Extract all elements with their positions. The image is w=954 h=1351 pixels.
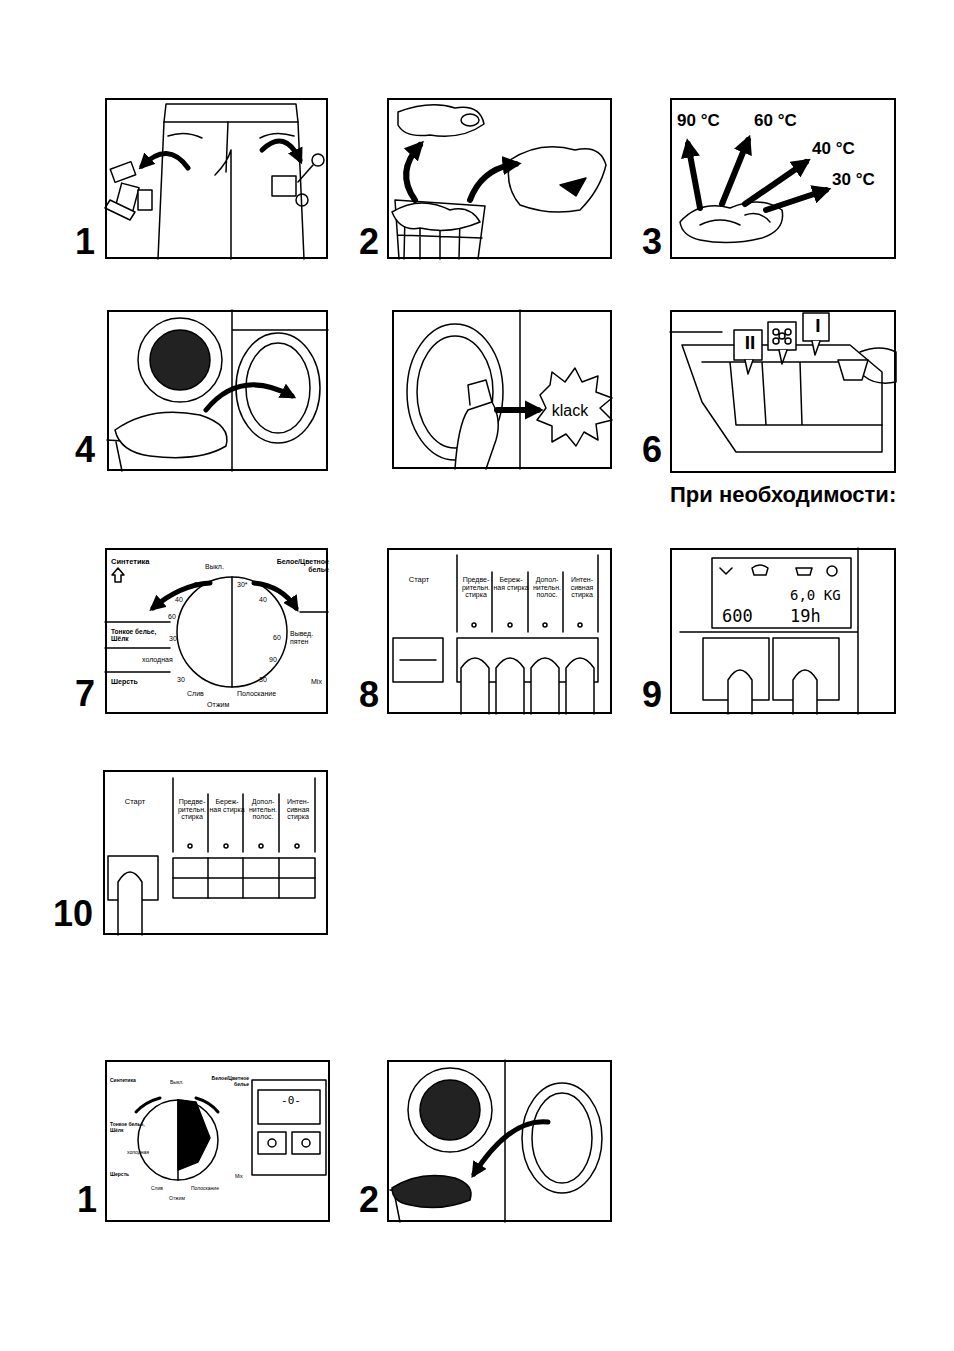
dial-mark: Отжим — [169, 1196, 193, 1202]
temperature: 60 °C — [754, 112, 824, 131]
illustration-panel: 6III — [670, 310, 896, 473]
dial-mark: 40 — [259, 596, 275, 604]
illustration-panel: 2 — [387, 98, 612, 259]
button-label: Старт — [115, 798, 155, 806]
dial-mark: 40 — [175, 596, 191, 604]
programme-name: Синтетика — [110, 1078, 150, 1084]
display-value: 19h — [790, 607, 846, 626]
temperature: 90 °C — [677, 112, 747, 131]
dial-mark: 60 — [168, 613, 184, 621]
programme-name: Тонкое белье, Шёлк — [110, 1122, 146, 1133]
illustration-panel: 8СтартПредве- рительн. стиркаБереж- ная … — [387, 548, 612, 714]
callout-number: 1 — [75, 224, 125, 260]
illustration-panel: 7СинтетикаВыкл.Белое/Цветное белье3030*4… — [105, 548, 328, 714]
callout-number: 2 — [359, 224, 409, 260]
dial-mark: холодная — [127, 1150, 157, 1156]
button-label: Предве- рительн. стирка — [458, 576, 494, 599]
note-heading: При необходимости: — [670, 483, 910, 507]
callout-number: 1 — [77, 1182, 127, 1218]
programme-name: Mix — [311, 678, 329, 686]
dial-mark: Выкл. — [205, 563, 239, 571]
display-value: 6,0 KG — [790, 588, 852, 603]
button-label: Допол- нительн. полос. — [245, 798, 281, 821]
programme-name: Белое/Цветное белье — [267, 558, 329, 573]
illustration-panel: 4 — [107, 310, 328, 471]
callout-number: 9 — [642, 677, 692, 713]
temperature: 30 °C — [832, 171, 898, 190]
callout-number: 10 — [53, 896, 103, 932]
button-label: Интен- сивная стирка — [564, 576, 600, 599]
button-label: Береж- ная стирка — [493, 576, 529, 591]
dial-mark: 30 — [177, 676, 193, 684]
programme-name: Шерсть — [111, 678, 151, 686]
dial-mark: 30 — [259, 676, 275, 684]
callout-number: 3 — [642, 224, 692, 260]
callout-number: 2 — [359, 1182, 409, 1218]
programme-name: Синтетика — [111, 558, 171, 566]
programme-name: Вывед. пятен — [290, 630, 328, 645]
callout-number: 6 — [642, 432, 692, 468]
dial-mark: 30 — [169, 635, 183, 643]
button-label: Старт — [399, 576, 439, 584]
compartment-mark: I — [805, 316, 831, 337]
programme-name: Шерсть — [110, 1172, 136, 1178]
display-value: 600 — [722, 607, 778, 626]
programme-name: Белое/Цветное белье — [203, 1076, 249, 1087]
sound-word: klack — [540, 402, 600, 420]
dial-mark: 90 — [269, 656, 285, 664]
illustration-panel: 2 — [387, 1060, 612, 1222]
callout-number: 8 — [359, 677, 409, 713]
dial-mark: холодная — [142, 656, 192, 664]
button-label: Береж- ная стирка — [209, 798, 245, 813]
dial-mark: 60 — [273, 634, 289, 642]
button-label: Интен- сивная стирка — [280, 798, 316, 821]
illustration-panel: 1 — [105, 98, 328, 259]
dial-mark: Слив — [187, 690, 217, 698]
dial-mark: 30* — [237, 581, 255, 589]
dial-mark: Отжим — [207, 701, 241, 709]
illustration-panel: 96,0 KG60019h — [670, 548, 896, 714]
illustration-panel: 10СтартПредве- рительн. стиркаБереж- ная… — [103, 770, 328, 935]
programme-name: Mix — [235, 1174, 251, 1180]
display-value: -0- — [260, 1095, 322, 1107]
callout-number: 4 — [75, 432, 125, 468]
programme-name: Тонкое белье, Шёлк — [111, 628, 167, 642]
button-label: Предве- рительн. стирка — [174, 798, 210, 821]
dial-mark: Полоскание — [237, 690, 293, 698]
dial-mark: Слив — [151, 1186, 171, 1192]
illustration-panel: 1СинтетикаВыкл.Белое/Цветное бельеТонкое… — [105, 1060, 330, 1222]
button-label: Допол- нительн. полос. — [529, 576, 565, 599]
dial-mark: Выкл. — [170, 1080, 192, 1086]
illustration-panel: klack — [392, 310, 612, 469]
dial-mark: Полоскание — [191, 1186, 231, 1192]
temperature: 40 °C — [812, 140, 882, 159]
illustration-panel: 390 °C60 °C40 °C30 °C — [670, 98, 896, 259]
compartment-mark: II — [736, 333, 764, 354]
dial-mark: 30 — [194, 581, 210, 589]
